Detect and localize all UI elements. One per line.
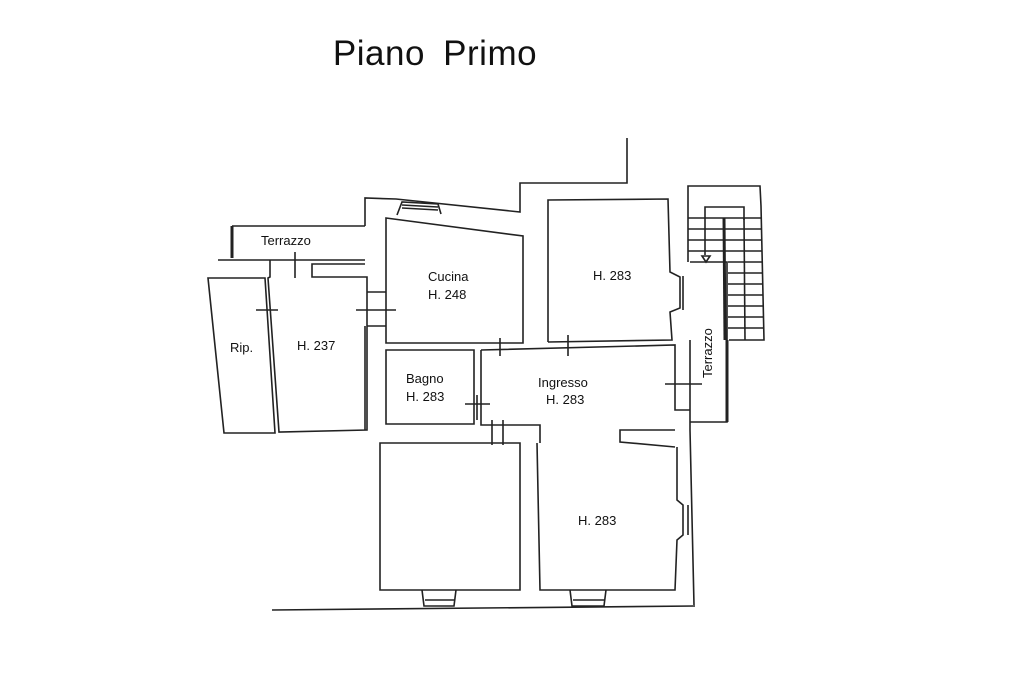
terrace-left: Terrazzo	[218, 225, 365, 261]
outer-wall-bottom	[271, 605, 696, 611]
ingresso-height: H. 283	[546, 392, 584, 407]
staircase	[687, 185, 765, 341]
rip-label: Rip.	[230, 340, 253, 355]
outer-wall-right	[689, 340, 695, 606]
window-cucina	[396, 201, 442, 216]
room-rip: Rip.	[207, 277, 278, 434]
room-bottom-left	[379, 442, 521, 607]
plan-title: Piano Primo	[332, 34, 538, 73]
room-bottom-right-label: H. 283	[578, 513, 616, 528]
room-ingresso: Ingresso H. 283	[476, 335, 702, 448]
room-top-right-label: H. 283	[593, 268, 631, 283]
room-bagno: Bagno H. 283	[385, 349, 490, 425]
ingresso-name: Ingresso	[538, 375, 588, 390]
terrace-right: Terrazzo	[690, 261, 729, 423]
outer-wall-top	[364, 138, 628, 226]
cucina-height: H. 248	[428, 287, 466, 302]
room-bottom-right: H. 283	[536, 442, 689, 607]
room-237-label: H. 237	[297, 338, 335, 353]
cucina-name: Cucina	[428, 269, 469, 284]
room-237: H. 237	[267, 252, 396, 433]
room-top-right: H. 283	[547, 198, 684, 343]
room-cucina: Cucina H. 248	[385, 217, 524, 344]
terrace-left-label: Terrazzo	[261, 233, 311, 248]
bagno-name: Bagno	[406, 371, 444, 386]
terrace-right-label: Terrazzo	[700, 328, 715, 378]
bagno-height: H. 283	[406, 389, 444, 404]
